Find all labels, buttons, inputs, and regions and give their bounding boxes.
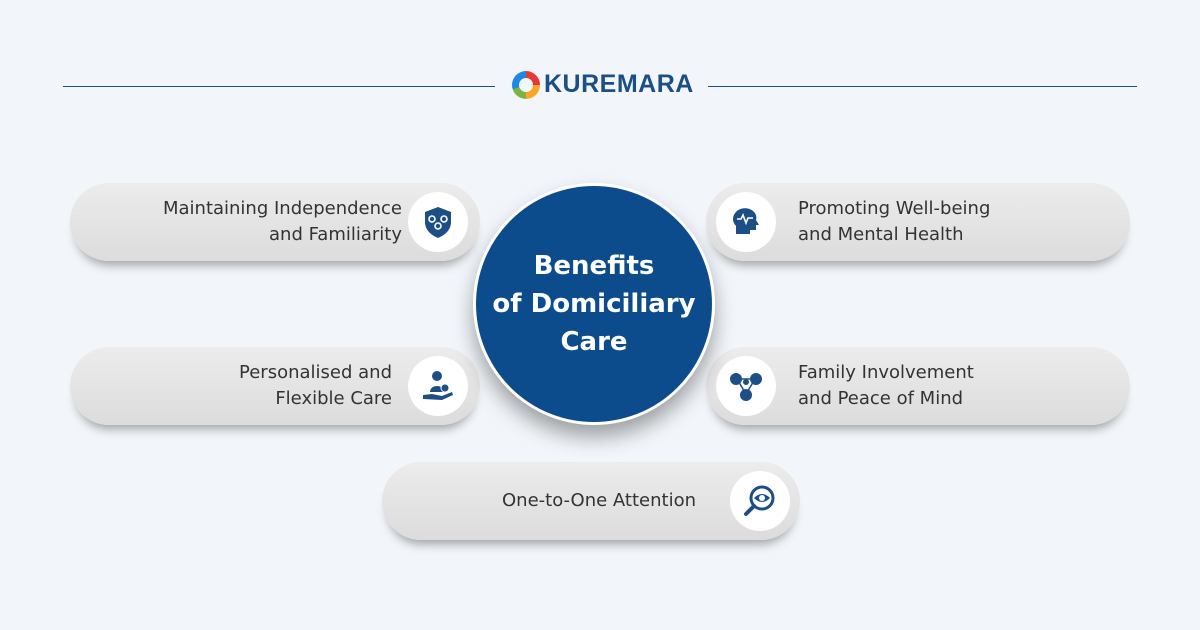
header-divider-right — [708, 86, 1137, 87]
center-title: Benefits — [533, 251, 655, 281]
magnifier-eye-icon — [730, 471, 790, 531]
benefit-text: and Mental Health — [798, 224, 964, 245]
benefit-text: and Familiarity — [269, 224, 402, 245]
center-title: of Domiciliary — [492, 289, 696, 319]
benefit-wellbeing: Promoting Well-being and Mental Health — [706, 183, 1130, 261]
header-divider-left — [63, 86, 495, 87]
benefit-one-to-one: One-to-One Attention — [382, 462, 800, 540]
center-title: Care — [560, 327, 628, 357]
brand-logo: KUREMARA — [512, 70, 694, 99]
logo-swirl-icon — [512, 70, 540, 99]
benefit-text: Flexible Care — [275, 388, 392, 409]
benefit-text: Promoting Well-being — [798, 198, 991, 219]
benefit-text: and Peace of Mind — [798, 388, 964, 409]
family-network-icon — [716, 356, 776, 416]
shield-family-icon — [408, 192, 468, 252]
benefit-independence: Maintaining Independence and Familiarity — [70, 183, 480, 261]
benefit-text: Personalised and — [239, 362, 392, 383]
benefit-text: Maintaining Independence — [162, 198, 402, 219]
benefit-family: Family Involvement and Peace of Mind — [706, 347, 1130, 425]
hand-care-icon — [408, 356, 468, 416]
benefit-text: Family Involvement — [798, 362, 974, 383]
brand-name: KUREMARA — [544, 70, 694, 98]
head-heartbeat-icon — [716, 192, 776, 252]
benefit-text: One-to-One Attention — [502, 490, 696, 511]
